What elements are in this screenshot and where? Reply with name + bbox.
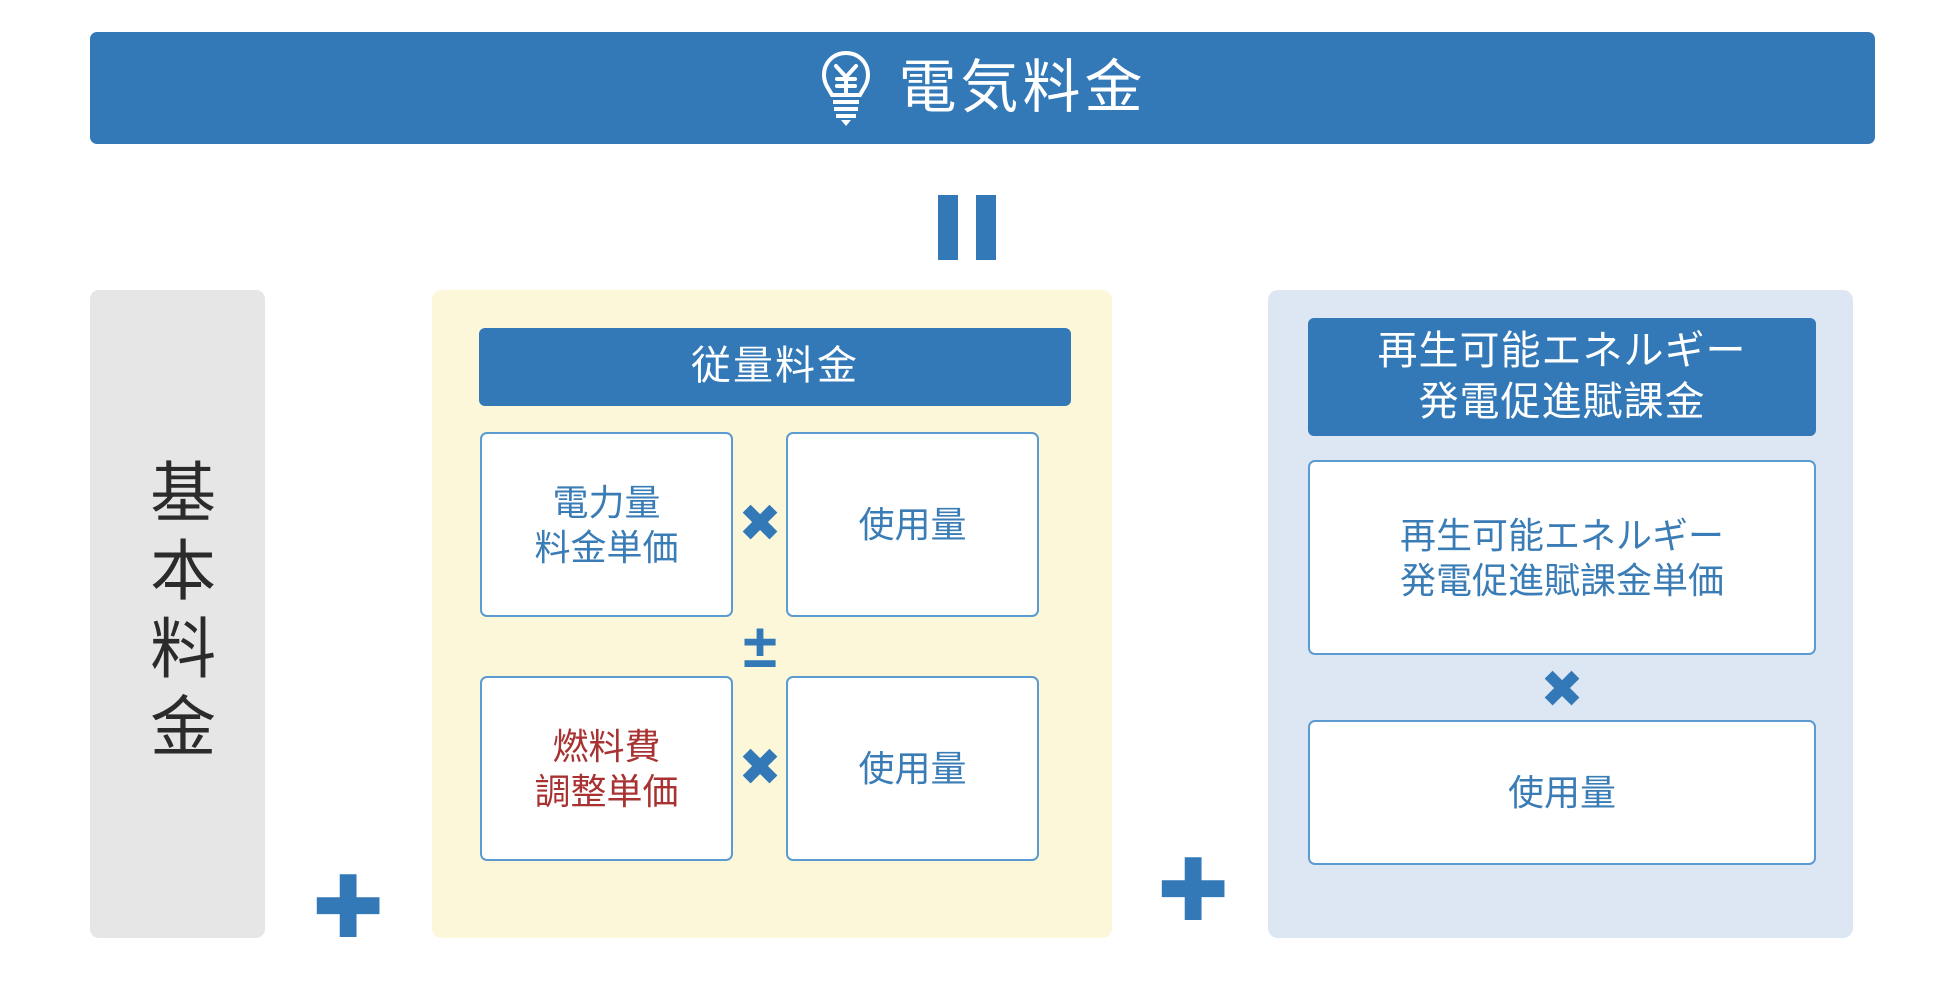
page-title: 電気料金 [898,55,1147,120]
times-icon-row1: ✖ [738,495,782,553]
basic-charge-label: 基本料金 [141,458,216,770]
cell-energy-unit-price: 電力量 料金単価 [480,432,733,617]
formula-panel-row: 基本料金 ✚ 従量料金 電力量 料金単価 ✖ 使用量 ± 燃料費 調整単価 ✖ … [0,290,1940,951]
lightbulb-yen-icon [818,50,874,126]
panel-metered-charge: 従量料金 電力量 料金単価 ✖ 使用量 ± 燃料費 調整単価 ✖ 使用量 [432,290,1112,938]
equals-symbol [938,195,996,260]
equals-bar-left [938,195,958,260]
panel-basic-charge: 基本料金 [90,290,265,938]
header-bar: 電気料金 [90,32,1875,144]
cell-usage-row1: 使用量 [786,432,1039,617]
cell-fuel-adjustment-unit-price: 燃料費 調整単価 [480,676,733,861]
times-icon-renewable: ✖ [1540,661,1584,719]
cell-renewable-surcharge-unit-price: 再生可能エネルギー 発電促進賦課金単価 [1308,460,1816,655]
renewable-surcharge-header: 再生可能エネルギー 発電促進賦課金 [1308,318,1816,436]
panel-renewable-surcharge: 再生可能エネルギー 発電促進賦課金 再生可能エネルギー 発電促進賦課金単価 ✖ … [1268,290,1853,938]
plus-icon-basic-to-metered: ✚ [312,860,385,956]
metered-charge-header: 従量料金 [479,328,1071,406]
cell-usage-renewable: 使用量 [1308,720,1816,865]
equals-bar-right [976,195,996,260]
cell-usage-row2: 使用量 [786,676,1039,861]
plus-icon-metered-to-renewable: ✚ [1157,843,1230,939]
times-icon-row2: ✖ [738,739,782,797]
plus-minus-icon: ± [742,612,778,681]
